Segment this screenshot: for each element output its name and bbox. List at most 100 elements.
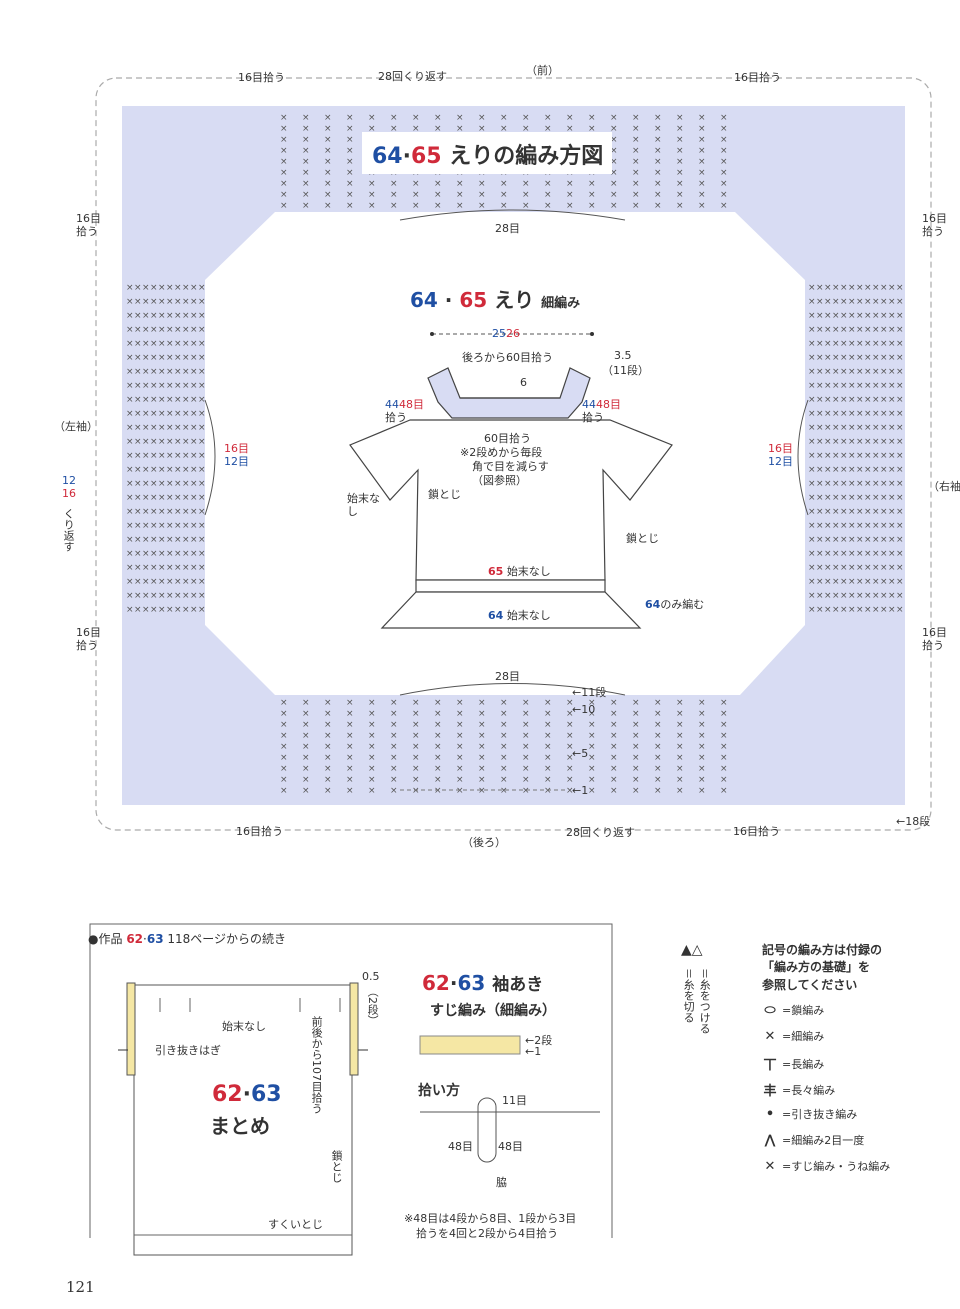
stitch-mark: × bbox=[150, 451, 158, 461]
stitch-mark: × bbox=[434, 124, 442, 134]
work6263-title-b: 63 bbox=[250, 1082, 282, 1107]
legend-label: =長編み bbox=[782, 1057, 825, 1071]
stitch-mark: × bbox=[158, 479, 166, 489]
stitch-mark: × bbox=[412, 731, 420, 741]
stitch-mark: × bbox=[324, 742, 332, 752]
stitch-mark: × bbox=[142, 297, 150, 307]
stitch-mark: × bbox=[888, 395, 896, 405]
stitch-mark: × bbox=[654, 709, 662, 719]
stitch-mark: × bbox=[434, 113, 442, 123]
stitch-mark: × bbox=[434, 753, 442, 763]
stitch-mark: × bbox=[676, 168, 684, 178]
stitch-mark: × bbox=[824, 423, 832, 433]
stitch-mark: × bbox=[198, 423, 206, 433]
stitch-mark: × bbox=[880, 549, 888, 559]
sleeve-title-a: 62 bbox=[422, 971, 450, 995]
stitch-mark: × bbox=[888, 409, 896, 419]
stitch-mark: × bbox=[134, 605, 142, 615]
stitch-mark: × bbox=[896, 521, 904, 531]
stitch-mark: × bbox=[872, 549, 880, 559]
row-5: ←5 bbox=[572, 747, 589, 760]
stitch-mark: × bbox=[698, 709, 706, 719]
stitch-mark: × bbox=[324, 157, 332, 167]
stitch-mark: × bbox=[816, 549, 824, 559]
stitch-mark: × bbox=[856, 465, 864, 475]
stitch-mark: × bbox=[832, 605, 840, 615]
stitch-mark: × bbox=[182, 493, 190, 503]
stitch-mark: × bbox=[390, 190, 398, 200]
sleeve-stitch: すじ編み（細編み） bbox=[430, 1003, 556, 1019]
stitch-mark: × bbox=[174, 535, 182, 545]
stitch-mark: × bbox=[856, 423, 864, 433]
stitch-mark: × bbox=[654, 698, 662, 708]
stitch-mark: × bbox=[808, 353, 816, 363]
garment-pick-right: 4448目 拾う bbox=[582, 398, 621, 424]
stitch-mark: × bbox=[824, 605, 832, 615]
stitch-mark: × bbox=[182, 507, 190, 517]
stitch-mark: × bbox=[150, 353, 158, 363]
stitch-mark: × bbox=[832, 437, 840, 447]
stitch-mark: × bbox=[142, 283, 150, 293]
stitch-mark: × bbox=[896, 423, 904, 433]
stitch-mark: × bbox=[174, 325, 182, 335]
stitch-mark: × bbox=[824, 395, 832, 405]
label-65-text: 始末なし bbox=[506, 565, 551, 578]
stitch-mark: × bbox=[824, 549, 832, 559]
stitch-mark: × bbox=[848, 381, 856, 391]
stitch-mark: × bbox=[478, 731, 486, 741]
stitch-mark: × bbox=[816, 311, 824, 321]
stitch-mark: × bbox=[566, 775, 574, 785]
stitch-mark: × bbox=[816, 283, 824, 293]
stitch-mark: × bbox=[848, 395, 856, 405]
stitch-mark: × bbox=[434, 786, 442, 796]
stitch-mark: × bbox=[368, 709, 376, 719]
stitch-mark: × bbox=[872, 283, 880, 293]
stitch-mark: × bbox=[182, 479, 190, 489]
garment-collar bbox=[427, 367, 591, 419]
garment-note-2: 角で目を減らす bbox=[472, 459, 549, 473]
stitch-mark: × bbox=[676, 742, 684, 752]
stitch-mark: × bbox=[856, 563, 864, 573]
stitch-mark: × bbox=[720, 168, 728, 178]
stitch-mark: × bbox=[174, 591, 182, 601]
stitch-mark: × bbox=[816, 507, 824, 517]
stitch-mark: × bbox=[824, 591, 832, 601]
stitch-mark: × bbox=[174, 465, 182, 475]
stitch-mark: × bbox=[588, 709, 596, 719]
stitch-mark: × bbox=[840, 549, 848, 559]
stitch-mark: × bbox=[368, 753, 376, 763]
stitch-mark: × bbox=[720, 731, 728, 741]
stitch-mark: × bbox=[302, 157, 310, 167]
stitch-mark: × bbox=[150, 493, 158, 503]
chart-title-dot: · bbox=[402, 144, 411, 169]
stitch-mark: × bbox=[544, 731, 552, 741]
stitch-mark: × bbox=[880, 367, 888, 377]
stitch-mark: × bbox=[632, 146, 640, 156]
stitch-mark: × bbox=[412, 753, 420, 763]
stitch-mark: × bbox=[864, 591, 872, 601]
stitch-mark: × bbox=[888, 549, 896, 559]
stitch-mark: × bbox=[888, 325, 896, 335]
stitch-mark: × bbox=[126, 311, 134, 321]
stitch-mark: × bbox=[522, 786, 530, 796]
garment-h6: 6 bbox=[520, 376, 527, 389]
stitch-mark: × bbox=[864, 479, 872, 489]
stitch-mark: × bbox=[166, 451, 174, 461]
stitch-mark: × bbox=[864, 549, 872, 559]
pick-left-48: 48目 bbox=[399, 398, 424, 411]
stitch-mark: × bbox=[856, 311, 864, 321]
garment-only64: 64のみ編む bbox=[645, 596, 704, 612]
stitch-mark: × bbox=[434, 179, 442, 189]
stitch-mark: × bbox=[848, 409, 856, 419]
stitch-mark: × bbox=[324, 201, 332, 211]
stitch-mark: × bbox=[126, 577, 134, 587]
stitch-mark: × bbox=[166, 409, 174, 419]
stitch-mark: × bbox=[880, 283, 888, 293]
garment-sketch bbox=[349, 367, 673, 629]
stitch-mark: × bbox=[676, 201, 684, 211]
stitch-mark: × bbox=[190, 591, 198, 601]
stitch-mark: × bbox=[456, 786, 464, 796]
stitch-mark: × bbox=[864, 451, 872, 461]
stitch-mark: × bbox=[610, 709, 618, 719]
legend-label: =すじ編み・うね編み bbox=[782, 1160, 891, 1174]
